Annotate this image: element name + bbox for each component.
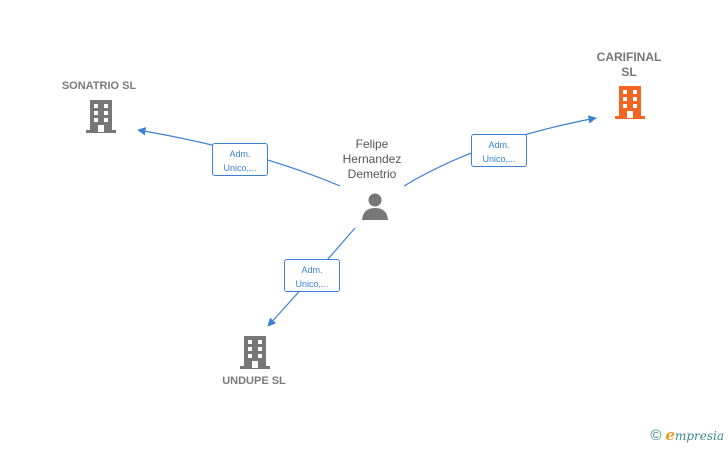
edge-label-line2: Unico,... (295, 279, 329, 289)
building-icon[interactable] (238, 334, 272, 370)
company-label-sonatrio[interactable]: SONATRIO SL (61, 80, 137, 92)
edge-label-to-undupe[interactable]: Adm. Unico,... (284, 259, 340, 292)
edge-label-to-sonatrio[interactable]: Adm. Unico,... (212, 143, 268, 176)
company-label-undupe[interactable]: UNDUPE SL (222, 375, 286, 387)
edge-label-to-carifinal[interactable]: Adm. Unico,... (471, 134, 527, 167)
brand-name: mpresia (674, 429, 724, 443)
person-name[interactable]: Felipe Hernandez Demetrio (342, 137, 402, 181)
building-icon[interactable] (613, 84, 647, 120)
edge-label-line2: Unico,... (223, 163, 257, 173)
brand-accent-letter: e (665, 426, 675, 444)
edge-label-line1: Adm. (488, 140, 510, 150)
building-icon[interactable] (84, 98, 118, 134)
company-label-carifinal[interactable]: CARIFINAL SL (596, 50, 662, 79)
empresia-logo[interactable]: empresia (665, 426, 724, 444)
edge-label-line2: Unico,... (482, 154, 516, 164)
copyright-symbol: © (650, 426, 662, 444)
footer-brand: © empresia (650, 426, 724, 444)
person-icon[interactable] (360, 192, 390, 220)
edge-label-line1: Adm. (229, 149, 251, 159)
edge-label-line1: Adm. (301, 265, 323, 275)
